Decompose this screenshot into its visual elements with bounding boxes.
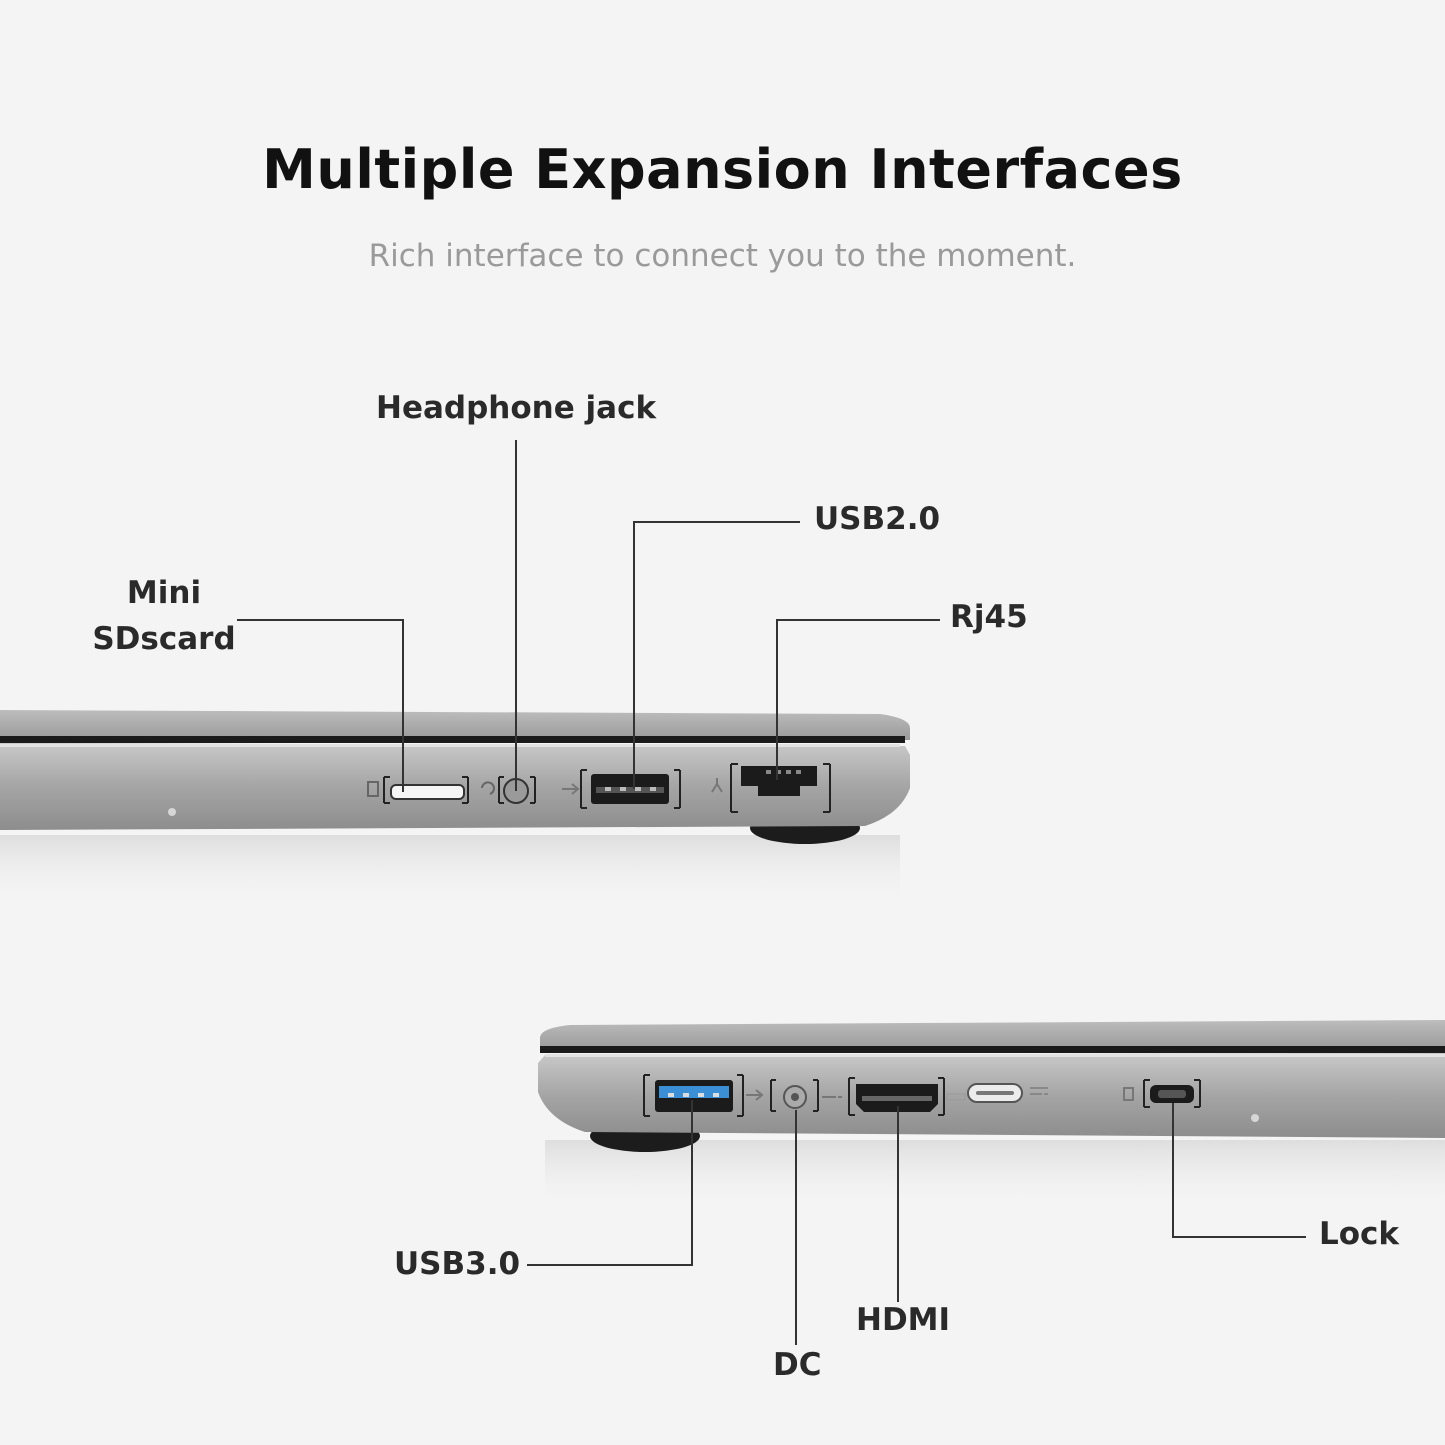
- hdmi-label: HDMI: [856, 1302, 951, 1338]
- usb3-leader-line: [527, 1100, 693, 1266]
- dc-label: DC: [773, 1347, 822, 1383]
- sd-card-label-line1: Mini: [126, 575, 202, 611]
- rj45-label: Rj45: [950, 599, 1028, 635]
- page-title: Multiple Expansion Interfaces: [262, 138, 1183, 201]
- usb2-port: [562, 769, 681, 809]
- sd-card-label-line2: SDscard: [92, 621, 236, 657]
- rj45-port: [711, 763, 831, 813]
- dc-port: [770, 1079, 842, 1112]
- usb-c-port: [967, 1083, 1048, 1103]
- lock-label: Lock: [1319, 1216, 1400, 1252]
- usb3-label: USB3.0: [394, 1246, 521, 1282]
- page-subtitle: Rich interface to connect you to the mom…: [368, 238, 1077, 274]
- hdmi-port: [848, 1077, 966, 1116]
- usb2-label: USB2.0: [814, 501, 941, 537]
- lock-slot: [1123, 1079, 1201, 1108]
- sd-card-leader-line: [237, 619, 404, 792]
- usb3-port: [643, 1074, 764, 1117]
- headphone-jack-label: Headphone jack: [376, 390, 657, 426]
- usb2-leader-line: [633, 521, 800, 789]
- sd-card-port: [367, 776, 469, 804]
- laptop-left-side: [0, 440, 940, 905]
- lock-leader-line: [1172, 1103, 1306, 1238]
- rj45-leader-line: [776, 619, 940, 780]
- laptop-right-side: [527, 1020, 1445, 1345]
- sd-card-label: Mini SDscard: [92, 570, 236, 662]
